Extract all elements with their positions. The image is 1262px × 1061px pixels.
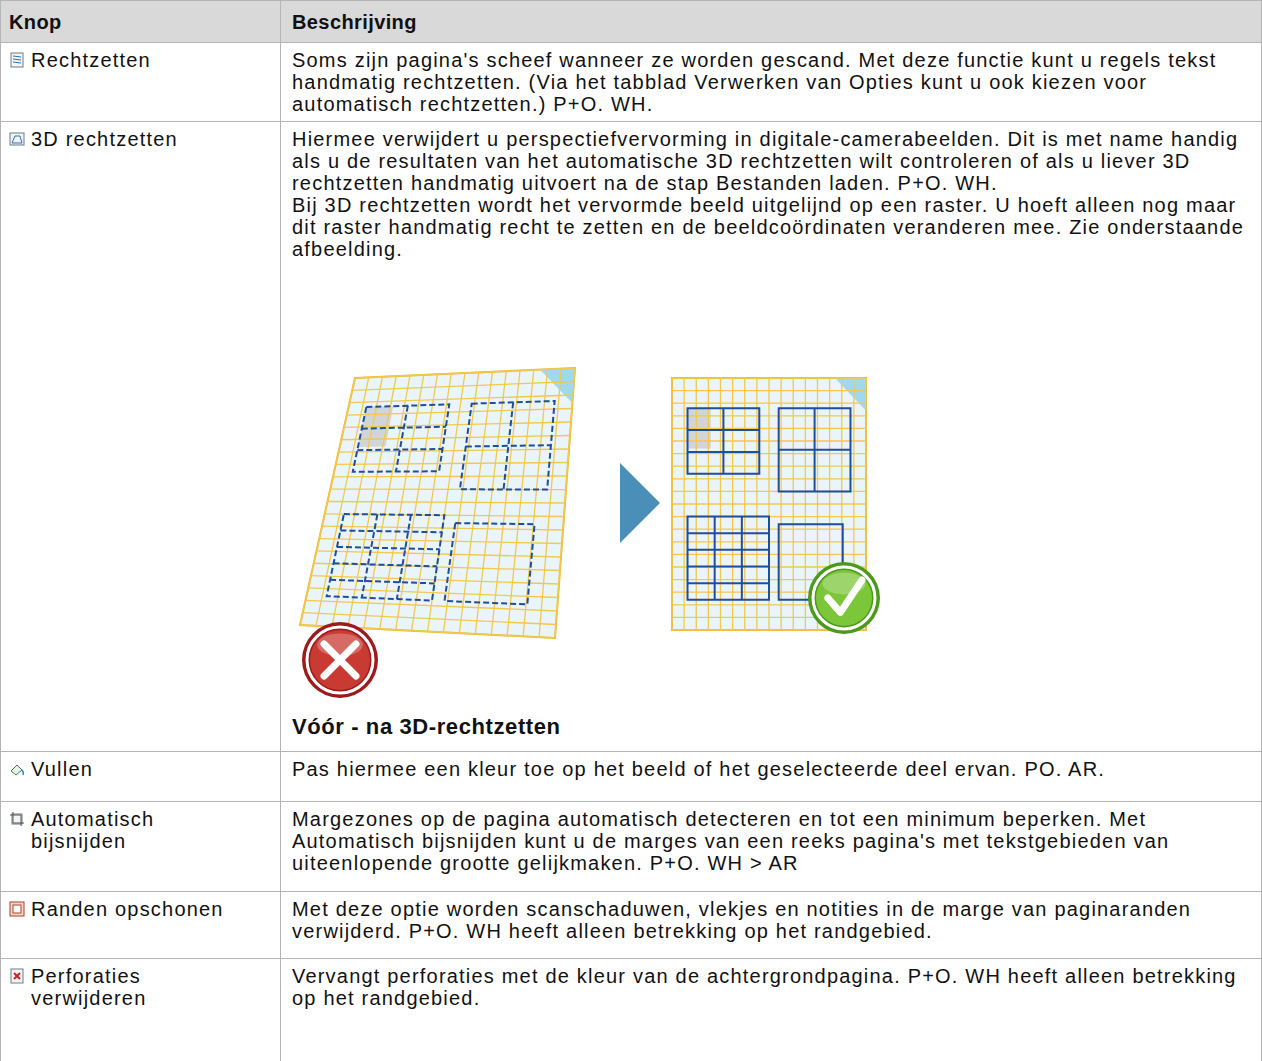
table-row: 3D rechtzetten Hiermee verwijdert u persp…: [1, 122, 1261, 752]
button-cell: Perforaties verwijderen: [1, 959, 281, 1061]
table-row: Rechtzetten Soms zijn pagina's scheef wan…: [1, 43, 1261, 122]
column-header: Beschrijving: [292, 7, 1249, 33]
table-text: Rechtzetten: [31, 49, 236, 71]
table-text: Vullen: [31, 758, 236, 780]
button-icon: [9, 901, 25, 917]
table-row: Vullen Pas hiermee een kleur toe op het b…: [1, 752, 1261, 802]
table-text: Soms zijn pagina's scheef wanneer ze wor…: [292, 49, 1249, 115]
table-row: Randen opschonen Met deze optie worden sc…: [1, 892, 1261, 959]
deskew-illustration: [292, 268, 1232, 708]
table-row: Automatisch bijsnijden Margezones op de p…: [1, 802, 1261, 892]
skewed-page: [300, 368, 575, 638]
button-cell: Automatisch bijsnijden: [1, 802, 281, 891]
error-badge: [302, 622, 378, 698]
button-icon: [9, 52, 25, 68]
column-header: Knop: [9, 7, 214, 33]
description-cell: Pas hiermee een kleur toe op het beeld o…: [281, 752, 1261, 801]
description-cell: Vervangt perforaties met de kleur van de…: [281, 959, 1261, 1061]
button-icon: [9, 131, 25, 147]
table-text: Bij 3D rechtzetten wordt het vervormde b…: [292, 194, 1249, 260]
arrow-chevron: [620, 463, 660, 543]
button-cell: Knop: [1, 1, 281, 42]
button-icon: [9, 761, 25, 777]
header-row: Knop Beschrijving: [1, 1, 1261, 43]
button-cell: 3D rechtzetten: [1, 122, 281, 751]
table-text: Pas hiermee een kleur toe op het beeld o…: [292, 758, 1249, 780]
table-text: Randen opschonen: [31, 898, 236, 920]
table-text: Automatisch bijsnijden: [31, 808, 236, 852]
figure-caption: Vóór - na 3D-rechtzetten: [292, 714, 1249, 740]
straight-page: [672, 378, 866, 630]
table-text: Perforaties verwijderen: [31, 965, 236, 1009]
table-text: 3D rechtzetten: [31, 128, 236, 150]
description-cell: Hiermee verwijdert u perspectiefvervormi…: [281, 122, 1261, 751]
table-row: Perforaties verwijderen Vervangt perforat…: [1, 959, 1261, 1061]
button-icon: [9, 968, 25, 984]
table-text: Met deze optie worden scanschaduwen, vle…: [292, 898, 1249, 942]
table-text: Vervangt perforaties met de kleur van de…: [292, 965, 1249, 1009]
description-cell: Soms zijn pagina's scheef wanneer ze wor…: [281, 43, 1261, 121]
figure-area: [292, 268, 1249, 708]
table-text: Margezones op de pagina automatisch dete…: [292, 808, 1249, 874]
button-cell: Randen opschonen: [1, 892, 281, 958]
button-icon: [9, 811, 25, 827]
description-cell: Met deze optie worden scanschaduwen, vle…: [281, 892, 1261, 958]
table-text: Hiermee verwijdert u perspectiefvervormi…: [292, 128, 1249, 194]
description-cell: Beschrijving: [281, 1, 1261, 42]
button-cell: Vullen: [1, 752, 281, 801]
ok-badge: [808, 562, 880, 634]
button-cell: Rechtzetten: [1, 43, 281, 121]
description-cell: Margezones op de pagina automatisch dete…: [281, 802, 1261, 891]
